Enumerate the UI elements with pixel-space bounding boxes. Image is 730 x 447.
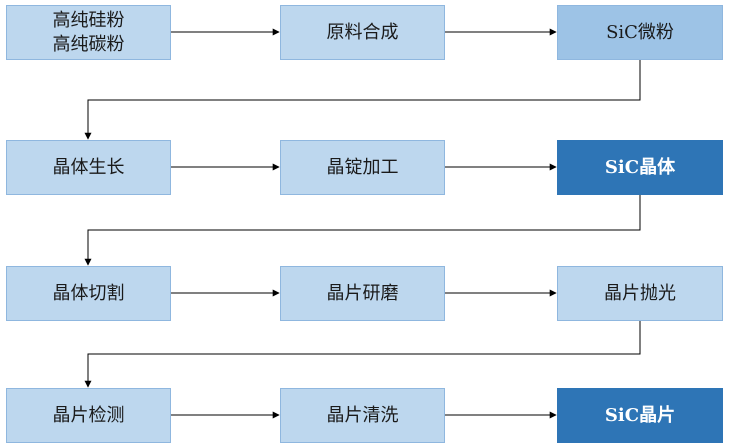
node-label: 晶片抛光 <box>604 282 676 304</box>
node-label: 晶锭加工 <box>326 156 399 178</box>
node-wafer-polishing: 晶片抛光 <box>557 266 723 321</box>
node-label: SiC晶片 <box>604 404 676 426</box>
node-raw-material-synthesis: 原料合成 <box>280 5 445 60</box>
node-crystal-cutting: 晶体切割 <box>6 266 171 321</box>
node-sic-crystal: SiC晶体 <box>557 140 723 195</box>
node-sic-wafer: SiC晶片 <box>557 388 723 443</box>
node-raw-silicon-carbon-powder: 高纯硅粉 高纯碳粉 <box>6 5 171 60</box>
arrow-n3-n4 <box>84 60 641 140</box>
node-ingot-processing: 晶锭加工 <box>280 140 445 195</box>
arrow-n6-n7 <box>84 195 641 266</box>
node-label: 晶片检测 <box>52 404 125 426</box>
node-label: 晶片研磨 <box>326 282 399 304</box>
node-sic-powder: SiC微粉 <box>557 5 723 60</box>
node-label: 原料合成 <box>326 21 399 43</box>
node-label: SiC微粉 <box>606 21 674 43</box>
arrow-n9-n10 <box>84 321 641 388</box>
node-label: 晶片清洗 <box>326 404 399 426</box>
node-wafer-inspection: 晶片检测 <box>6 388 171 443</box>
node-label: SiC晶体 <box>604 156 676 178</box>
node-wafer-grinding: 晶片研磨 <box>280 266 445 321</box>
node-label: 高纯硅粉 高纯碳粉 <box>52 9 125 55</box>
node-label: 晶体切割 <box>52 282 125 304</box>
node-label: 晶体生长 <box>52 156 125 178</box>
node-crystal-growth: 晶体生长 <box>6 140 171 195</box>
node-wafer-cleaning: 晶片清洗 <box>280 388 445 443</box>
